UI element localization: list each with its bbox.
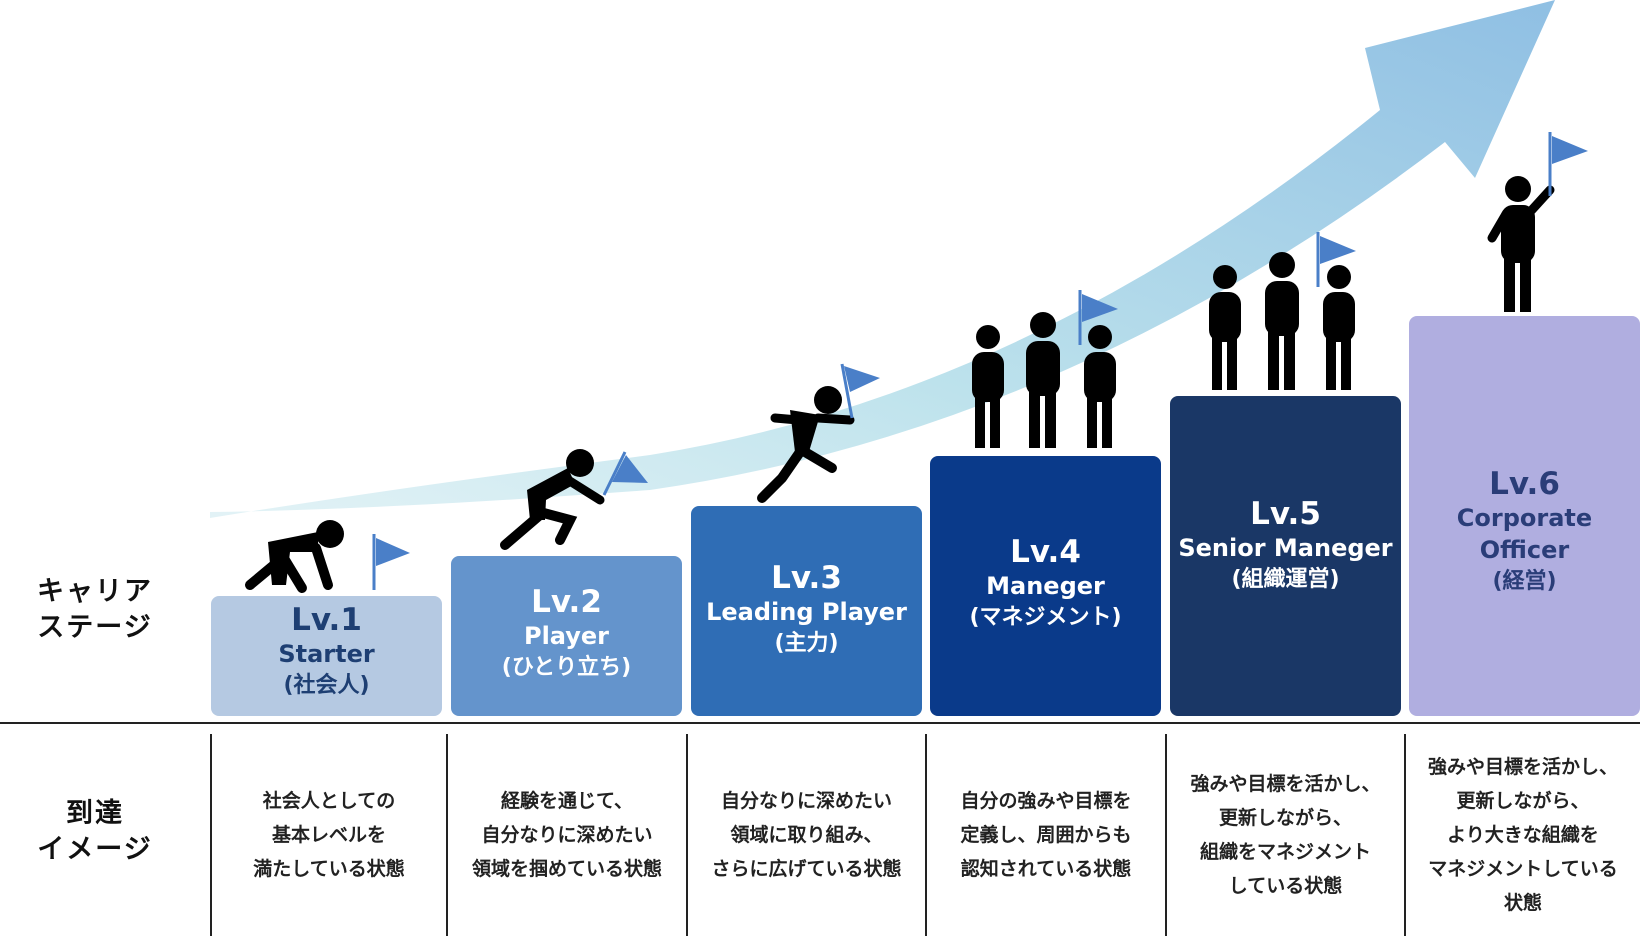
description-line: 強みや目標を活かし、 bbox=[1190, 773, 1381, 795]
group-with-flag-icon bbox=[972, 290, 1118, 448]
horizontal-divider bbox=[0, 722, 1640, 724]
level-description-3: 自分なりに深めたい 領域に取り組み、 さらに広げている状態 bbox=[688, 734, 925, 936]
level-subtitle: (主力) bbox=[774, 631, 839, 656]
description-line: 認知されている状態 bbox=[960, 858, 1132, 880]
description-line: 満たしている状態 bbox=[253, 858, 405, 880]
level-subtitle: (ひとり立ち) bbox=[501, 655, 632, 680]
level-block-5: Lv.5 Senior Maneger (組織運営) bbox=[1170, 396, 1401, 716]
level-description-2: 経験を通じて、 自分なりに深めたい 領域を掴めている状態 bbox=[448, 734, 686, 936]
description-line: 自分なりに深めたい bbox=[720, 790, 892, 812]
description-line: 強みや目標を活かし、 bbox=[1427, 756, 1618, 778]
description-line: 定義し、周囲からも bbox=[960, 824, 1132, 846]
column-divider bbox=[1165, 734, 1167, 936]
starting-runner-icon bbox=[500, 449, 648, 550]
column-divider bbox=[686, 734, 688, 936]
description-line: 領域に取り組み、 bbox=[730, 824, 883, 846]
column-divider bbox=[210, 734, 212, 936]
running-person-icon bbox=[757, 363, 880, 503]
career-stage-label: キャリア ステージ bbox=[20, 574, 170, 646]
level-number: Lv.3 bbox=[771, 560, 842, 596]
level-block-4: Lv.4 Maneger (マネジメント) bbox=[930, 456, 1161, 716]
career-stage-label-line1: キャリア bbox=[37, 576, 153, 607]
level-subtitle: (組織運営) bbox=[1231, 567, 1340, 592]
description-line: 経験を通じて、 bbox=[500, 790, 634, 812]
level-title: Leading Player bbox=[706, 598, 907, 626]
achievement-image-label: 到達 イメージ bbox=[20, 796, 170, 868]
level-subtitle: (マネジメント) bbox=[969, 605, 1122, 630]
level-block-3: Lv.3 Leading Player (主力) bbox=[691, 506, 922, 716]
description-line: 組織をマネジメント bbox=[1199, 841, 1371, 863]
person-holding-flag-icon bbox=[1487, 132, 1588, 312]
level-subtitle: (社会人) bbox=[283, 673, 370, 698]
group-with-flag-icon bbox=[1209, 232, 1356, 390]
level-number: Lv.6 bbox=[1489, 466, 1560, 502]
crouching-runner-icon bbox=[245, 520, 410, 593]
description-line: 更新しながら、 bbox=[1456, 790, 1590, 812]
achievement-image-label-line2: イメージ bbox=[37, 834, 153, 865]
description-line: 基本レベルを bbox=[271, 824, 386, 846]
achievement-image-label-line1: 到達 bbox=[66, 798, 124, 829]
description-line: 社会人としての bbox=[262, 790, 396, 812]
level-title: Player bbox=[523, 622, 610, 650]
description-line: 領域を掴めている状態 bbox=[471, 858, 662, 880]
description-line: 状態 bbox=[1503, 892, 1542, 914]
level-block-2: Lv.2 Player (ひとり立ち) bbox=[451, 556, 682, 716]
level-description-1: 社会人としての 基本レベルを 満たしている状態 bbox=[212, 734, 446, 936]
description-line: 更新しながら、 bbox=[1218, 807, 1352, 829]
level-description-6: 強みや目標を活かし、 更新しながら、 より大きな組織を マネジメントしている 状… bbox=[1406, 734, 1640, 936]
level-description-5: 強みや目標を活かし、 更新しながら、 組織をマネジメント している状態 bbox=[1167, 734, 1404, 936]
level-title: Starter bbox=[278, 640, 375, 668]
level-number: Lv.5 bbox=[1250, 496, 1321, 532]
growth-arrow-icon bbox=[210, 0, 1555, 518]
column-divider bbox=[446, 734, 448, 936]
column-divider bbox=[1404, 734, 1406, 936]
level-number: Lv.2 bbox=[531, 584, 602, 620]
level-description-4: 自分の強みや目標を 定義し、周囲からも 認知されている状態 bbox=[927, 734, 1165, 936]
level-number: Lv.1 bbox=[291, 602, 362, 638]
description-line: より大きな組織を bbox=[1447, 824, 1599, 846]
level-block-6: Lv.6 Corporate Officer (経営) bbox=[1409, 316, 1640, 716]
level-number: Lv.4 bbox=[1010, 534, 1081, 570]
description-line: 自分の強みや目標を bbox=[960, 790, 1132, 812]
level-title: Corporate Officer bbox=[1456, 504, 1593, 564]
level-subtitle: (経営) bbox=[1492, 569, 1557, 594]
description-line: している状態 bbox=[1228, 875, 1343, 897]
description-line: マネジメントしている bbox=[1428, 858, 1618, 880]
career-stage-label-line2: ステージ bbox=[37, 612, 153, 643]
column-divider bbox=[925, 734, 927, 936]
level-block-1: Lv.1 Starter (社会人) bbox=[211, 596, 442, 716]
level-title: Maneger bbox=[986, 572, 1105, 600]
description-line: 自分なりに深めたい bbox=[481, 824, 653, 846]
level-title: Senior Maneger bbox=[1178, 534, 1393, 562]
description-line: さらに広げている状態 bbox=[711, 858, 902, 880]
